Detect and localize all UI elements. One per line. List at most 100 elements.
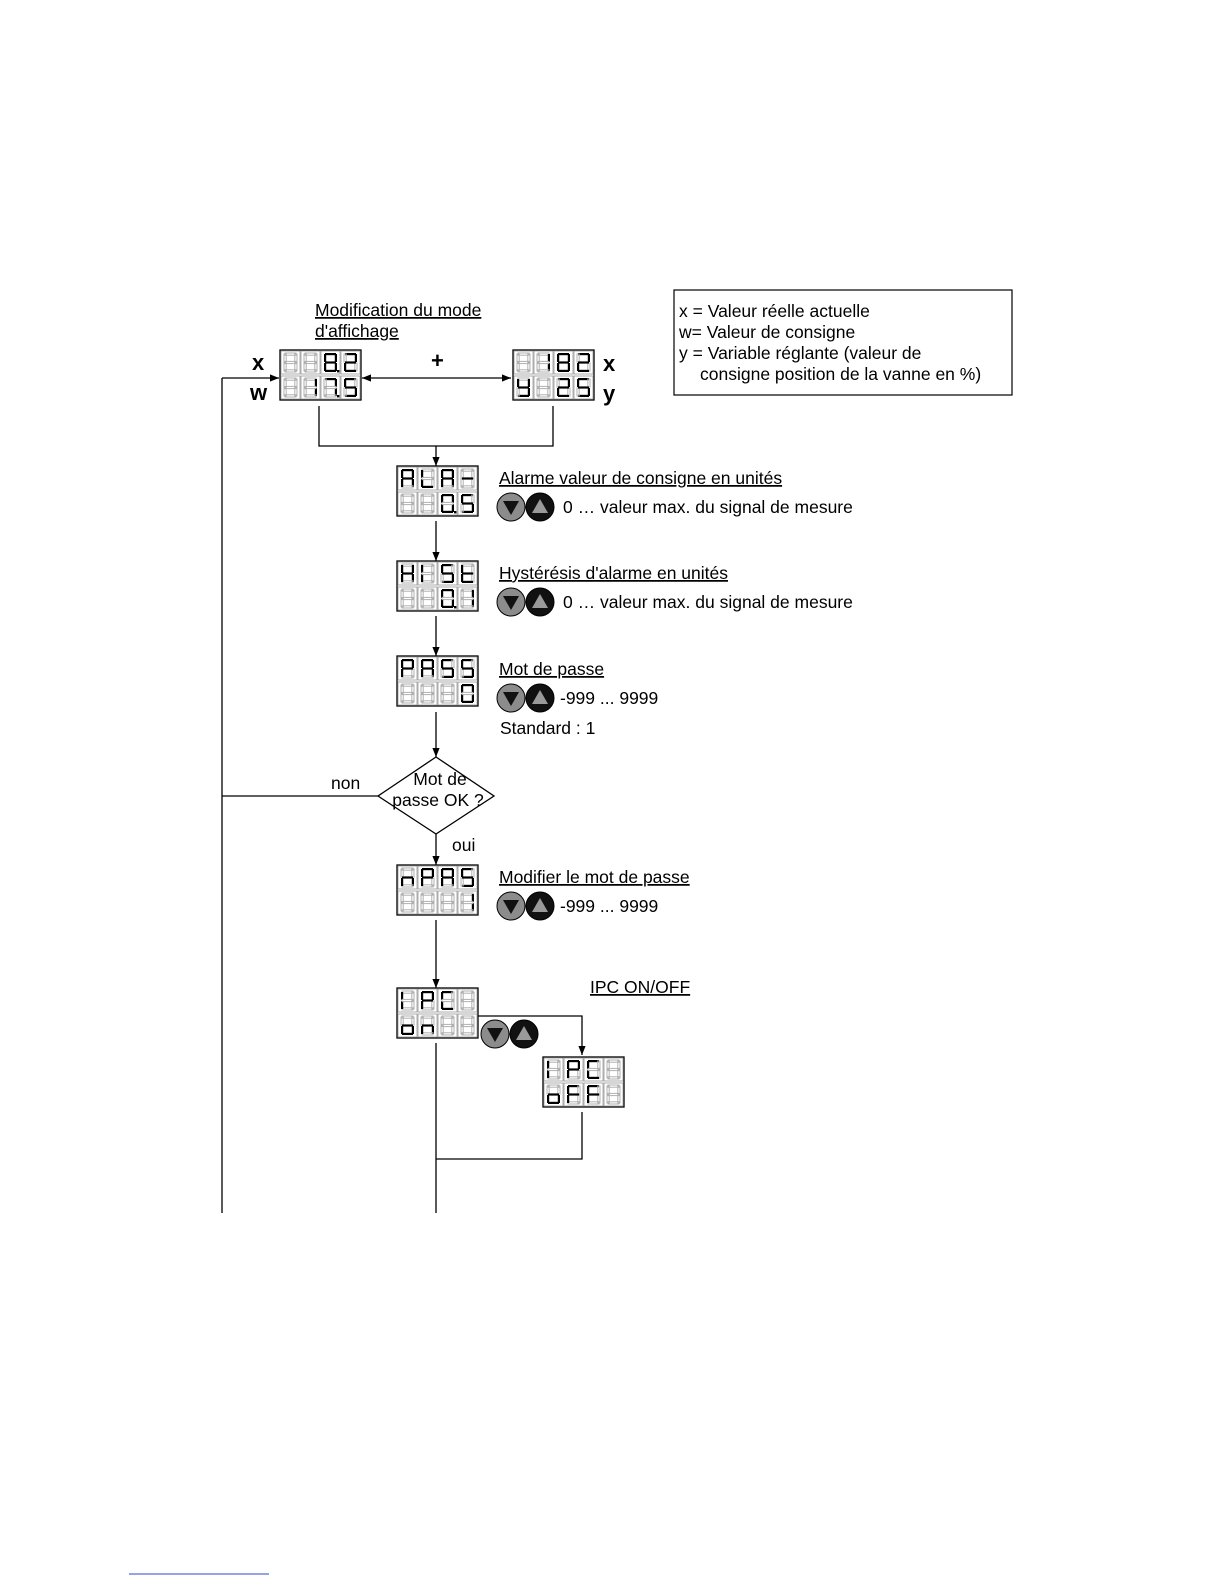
display-digit bbox=[457, 1013, 478, 1038]
display-digit bbox=[437, 865, 458, 890]
display-digit bbox=[573, 375, 594, 400]
display-digit bbox=[437, 561, 458, 586]
display-digit bbox=[437, 988, 458, 1013]
display-mode-xw bbox=[279, 349, 362, 401]
display-digit bbox=[513, 350, 534, 375]
display-digit bbox=[553, 375, 574, 400]
step-hist-title: Hystérésis d'alarme en unités bbox=[499, 563, 728, 583]
up-arrow-button-icon[interactable] bbox=[525, 891, 555, 921]
display-digit bbox=[457, 656, 478, 681]
display-digit bbox=[397, 586, 418, 611]
decision-no-label: non bbox=[331, 773, 360, 793]
display-digit bbox=[300, 350, 321, 375]
display-digit bbox=[563, 1057, 584, 1082]
display-digit bbox=[437, 890, 458, 915]
display-digit bbox=[457, 466, 478, 491]
step-pass-title: Mot de passe bbox=[499, 659, 604, 679]
display-digit bbox=[457, 491, 478, 516]
display-digit bbox=[513, 375, 534, 400]
decision-text-line2: passe OK ? bbox=[392, 790, 484, 810]
display-digit bbox=[543, 1082, 564, 1107]
display-digit bbox=[397, 491, 418, 516]
display-digit bbox=[457, 586, 478, 611]
display-digit bbox=[340, 350, 361, 375]
display-digit bbox=[563, 1082, 584, 1107]
display-digit bbox=[417, 865, 438, 890]
display-digit bbox=[397, 988, 418, 1013]
legend-line-w: w= Valeur de consigne bbox=[678, 322, 855, 342]
mode-change-title-line1: Modification du mode bbox=[315, 300, 481, 320]
down-arrow-button-icon[interactable] bbox=[496, 891, 526, 921]
down-arrow-button-icon[interactable] bbox=[496, 683, 526, 713]
down-arrow-button-icon[interactable] bbox=[496, 587, 526, 617]
display-hist bbox=[396, 560, 479, 612]
display-digit bbox=[437, 656, 458, 681]
display-digit bbox=[320, 375, 341, 400]
buttons-ala[interactable] bbox=[496, 492, 555, 522]
legend-box: x = Valeur réelle actuelle w= Valeur de … bbox=[673, 289, 1013, 396]
merge-bracket bbox=[318, 406, 554, 447]
legend-frame bbox=[673, 289, 1013, 396]
display-digit bbox=[300, 375, 321, 400]
legend-line-y-cont: consigne position de la vanne en %) bbox=[700, 364, 981, 384]
display-digit bbox=[573, 350, 594, 375]
display-ala bbox=[396, 465, 479, 517]
display-digit bbox=[457, 890, 478, 915]
down-arrow-button-icon[interactable] bbox=[480, 1019, 510, 1049]
label-w-left: w bbox=[249, 380, 268, 405]
display-digit bbox=[417, 491, 438, 516]
legend-line-y: y = Variable réglante (valeur de bbox=[679, 343, 921, 363]
display-digit bbox=[397, 681, 418, 706]
display-digit bbox=[417, 466, 438, 491]
display-digit bbox=[437, 1013, 458, 1038]
arrow-to-ipc-off bbox=[475, 1015, 586, 1055]
step-ala-range: 0 … valeur max. du signal de mesure bbox=[563, 497, 853, 517]
display-pass bbox=[396, 655, 479, 707]
display-digit bbox=[417, 890, 438, 915]
step-npas-range: -999 ... 9999 bbox=[560, 896, 658, 916]
display-digit bbox=[533, 375, 554, 400]
up-arrow-button-icon[interactable] bbox=[525, 492, 555, 522]
display-digit bbox=[397, 466, 418, 491]
display-mode-xy bbox=[512, 349, 595, 401]
buttons-npas[interactable] bbox=[496, 891, 555, 921]
display-ipc-off bbox=[542, 1056, 625, 1108]
display-digit bbox=[417, 988, 438, 1013]
decision-text-line1: Mot de bbox=[413, 769, 467, 789]
step-hist-range: 0 … valeur max. du signal de mesure bbox=[563, 592, 853, 612]
up-arrow-button-icon[interactable] bbox=[525, 587, 555, 617]
mode-change-title-line2: d'affichage bbox=[315, 321, 399, 341]
buttons-hist[interactable] bbox=[496, 587, 555, 617]
up-arrow-button-icon[interactable] bbox=[509, 1019, 539, 1049]
display-digit bbox=[397, 1013, 418, 1038]
display-digit bbox=[553, 350, 574, 375]
label-y-right: y bbox=[603, 381, 616, 406]
display-digit bbox=[397, 865, 418, 890]
display-digit bbox=[437, 681, 458, 706]
up-arrow-button-icon[interactable] bbox=[525, 683, 555, 713]
display-digit bbox=[437, 491, 458, 516]
decision-yes-label: oui bbox=[452, 835, 475, 855]
decision-diamond bbox=[376, 756, 496, 835]
display-digit bbox=[457, 988, 478, 1013]
display-digit bbox=[417, 681, 438, 706]
display-digit bbox=[397, 890, 418, 915]
display-digit bbox=[340, 375, 361, 400]
display-digit bbox=[457, 681, 478, 706]
display-digit bbox=[417, 1013, 438, 1038]
display-digit bbox=[397, 656, 418, 681]
display-digit bbox=[603, 1082, 624, 1107]
step-pass-note: Standard : 1 bbox=[500, 718, 595, 738]
buttons-ipc[interactable] bbox=[480, 1019, 539, 1049]
legend-line-x: x = Valeur réelle actuelle bbox=[679, 301, 870, 321]
display-ipc-on bbox=[396, 987, 479, 1039]
ipc-title: IPC ON/OFF bbox=[590, 977, 690, 997]
step-ala-title: Alarme valeur de consigne en unités bbox=[499, 468, 782, 488]
display-digit bbox=[583, 1057, 604, 1082]
display-digit bbox=[533, 350, 554, 375]
down-arrow-button-icon[interactable] bbox=[496, 492, 526, 522]
buttons-pass[interactable] bbox=[496, 683, 555, 713]
display-digit bbox=[320, 350, 341, 375]
connector-lines bbox=[221, 374, 586, 1213]
label-x-left: x bbox=[252, 350, 265, 375]
